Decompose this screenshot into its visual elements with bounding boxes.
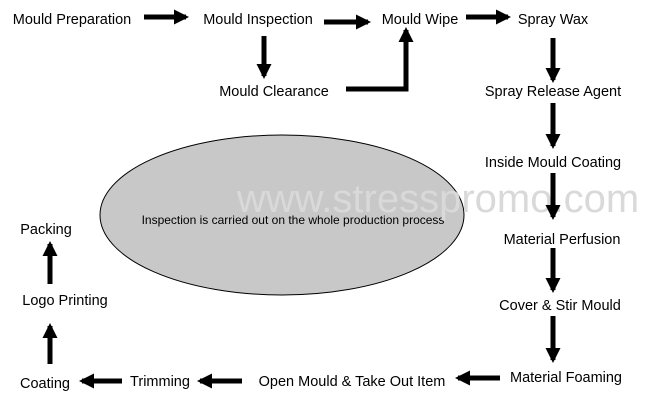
node-mould-inspection: Mould Inspection <box>203 12 313 28</box>
node-open-mould-take-out: Open Mould & Take Out Item <box>259 374 446 390</box>
node-packing: Packing <box>20 222 72 238</box>
process-nodes: Mould Preparation Mould Inspection Mould… <box>13 12 622 392</box>
inspection-note: Inspection is carried out on the whole p… <box>142 213 445 227</box>
node-cover-stir-mould: Cover & Stir Mould <box>499 298 621 314</box>
node-spray-wax: Spray Wax <box>518 12 589 28</box>
watermark: www.stresspromo.com <box>236 177 639 221</box>
node-mould-wipe: Mould Wipe <box>382 12 459 28</box>
node-material-foaming: Material Foaming <box>510 370 622 386</box>
node-material-perfusion: Material Perfusion <box>504 232 621 248</box>
node-logo-printing: Logo Printing <box>22 293 107 309</box>
node-spray-release-agent: Spray Release Agent <box>485 84 621 100</box>
arrow-clearance-to-wipe <box>346 27 414 92</box>
flow-arrows <box>42 9 561 389</box>
inspection-ellipse <box>99 134 465 296</box>
node-coating: Coating <box>20 376 70 392</box>
node-inside-mould-coating: Inside Mould Coating <box>485 155 621 171</box>
node-mould-preparation: Mould Preparation <box>13 12 132 28</box>
node-trimming: Trimming <box>130 374 190 390</box>
node-mould-clearance: Mould Clearance <box>219 84 329 100</box>
